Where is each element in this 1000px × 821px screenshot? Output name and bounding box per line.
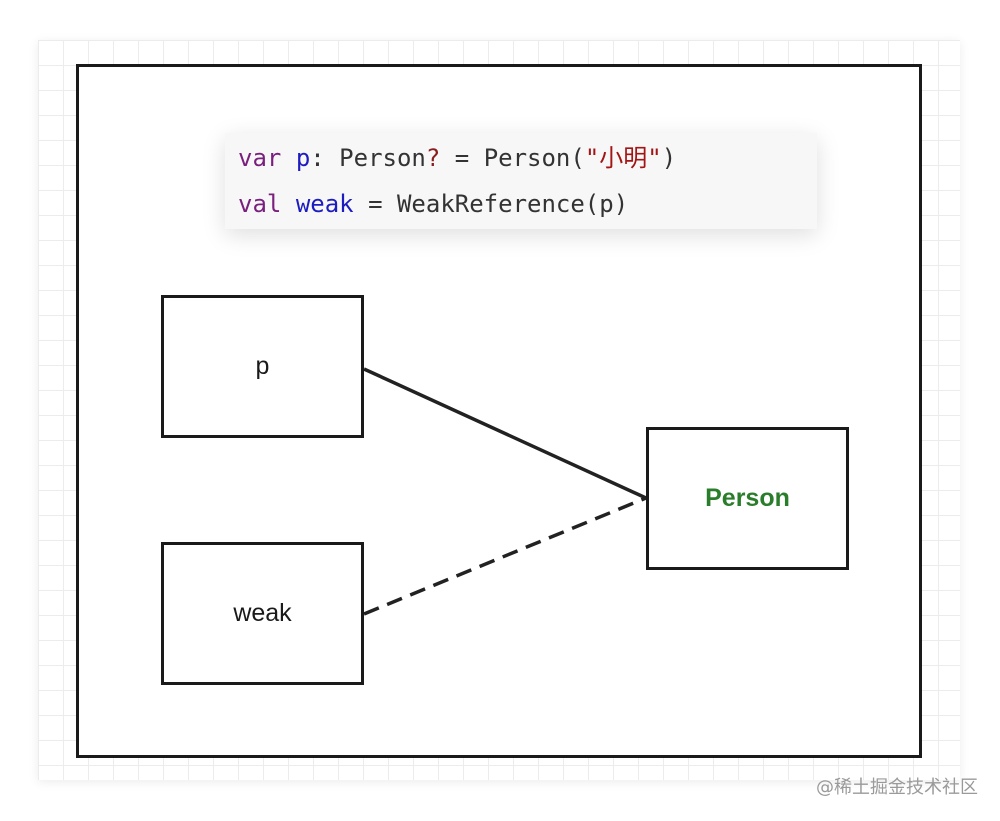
- node-p: p: [161, 295, 364, 438]
- code-string: "小明": [584, 144, 662, 172]
- code-line-2: val weak = WeakReference(p): [238, 181, 817, 227]
- node-weak-label: weak: [233, 599, 292, 627]
- code-constructor: Person(: [483, 144, 585, 172]
- code-identifier: weak: [295, 190, 354, 218]
- node-person: Person: [646, 427, 849, 570]
- code-equals: =: [454, 144, 470, 172]
- code-keyword: var: [238, 144, 282, 172]
- code-close-paren: ): [661, 144, 677, 172]
- code-colon: :: [310, 144, 325, 172]
- node-weak: weak: [161, 542, 364, 685]
- code-nullable-mark: ?: [425, 144, 441, 172]
- node-person-label: Person: [705, 484, 790, 512]
- code-line-1: var p: Person? = Person("小明"): [238, 135, 817, 181]
- code-snippet: var p: Person? = Person("小明")val weak = …: [225, 133, 817, 229]
- code-identifier: p: [295, 144, 311, 172]
- code-keyword: val: [238, 190, 282, 218]
- code-equals: =: [368, 190, 383, 218]
- watermark: @稀土掘金技术社区: [816, 777, 978, 798]
- code-type: Person: [339, 144, 426, 172]
- code-call: WeakReference(p): [396, 190, 629, 218]
- node-p-label: p: [255, 352, 270, 380]
